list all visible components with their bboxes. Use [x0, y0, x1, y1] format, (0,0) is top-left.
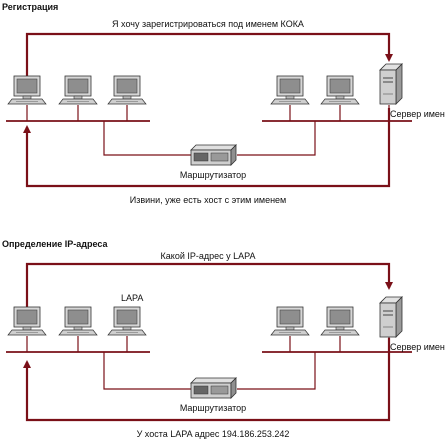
pc-icon [7, 75, 47, 105]
pc-icon [107, 75, 147, 105]
resolution-router-label: Маршрутизатор [180, 403, 246, 413]
router-icon [190, 377, 237, 399]
registration-reply-label: Извини, уже есть хост с этим именем [130, 195, 287, 205]
registration-router-label: Маршрутизатор [180, 170, 246, 180]
pc-icon [320, 306, 360, 336]
pc-icon [58, 306, 98, 336]
registration-title: Регистрация [2, 2, 58, 12]
resolution-title: Определение IP-адреса [2, 239, 108, 249]
resolution-server-label: Сервер имен [390, 342, 445, 352]
registration-section: Регистрация Я хочу зарегистрироваться по… [2, 2, 445, 205]
name-server-icon [379, 63, 403, 105]
reply-arrow [23, 108, 391, 188]
registration-request-label: Я хочу зарегистрироваться под именем КОК… [112, 19, 304, 29]
router-icon [190, 144, 237, 166]
pc-icon [7, 306, 47, 336]
host-lapa-label: LAPA [121, 293, 143, 303]
resolution-reply-label: У хоста LAPA адрес 194.186.253.242 [137, 429, 290, 439]
name-server-icon [379, 296, 403, 338]
resolution-request-label: Какой IP-адрес у LAPA [161, 251, 256, 261]
reply-arrow [23, 338, 391, 422]
pc-icon [58, 75, 98, 105]
pc-icon [320, 75, 360, 105]
resolution-section: Определение IP-адреса Какой IP-адрес у L… [2, 239, 445, 439]
request-arrow [25, 32, 393, 88]
pc-icon [270, 306, 310, 336]
pc-icon [107, 306, 147, 336]
pc-icon [270, 75, 310, 105]
request-arrow [25, 262, 393, 308]
registration-server-label: Сервер имен [390, 109, 445, 119]
